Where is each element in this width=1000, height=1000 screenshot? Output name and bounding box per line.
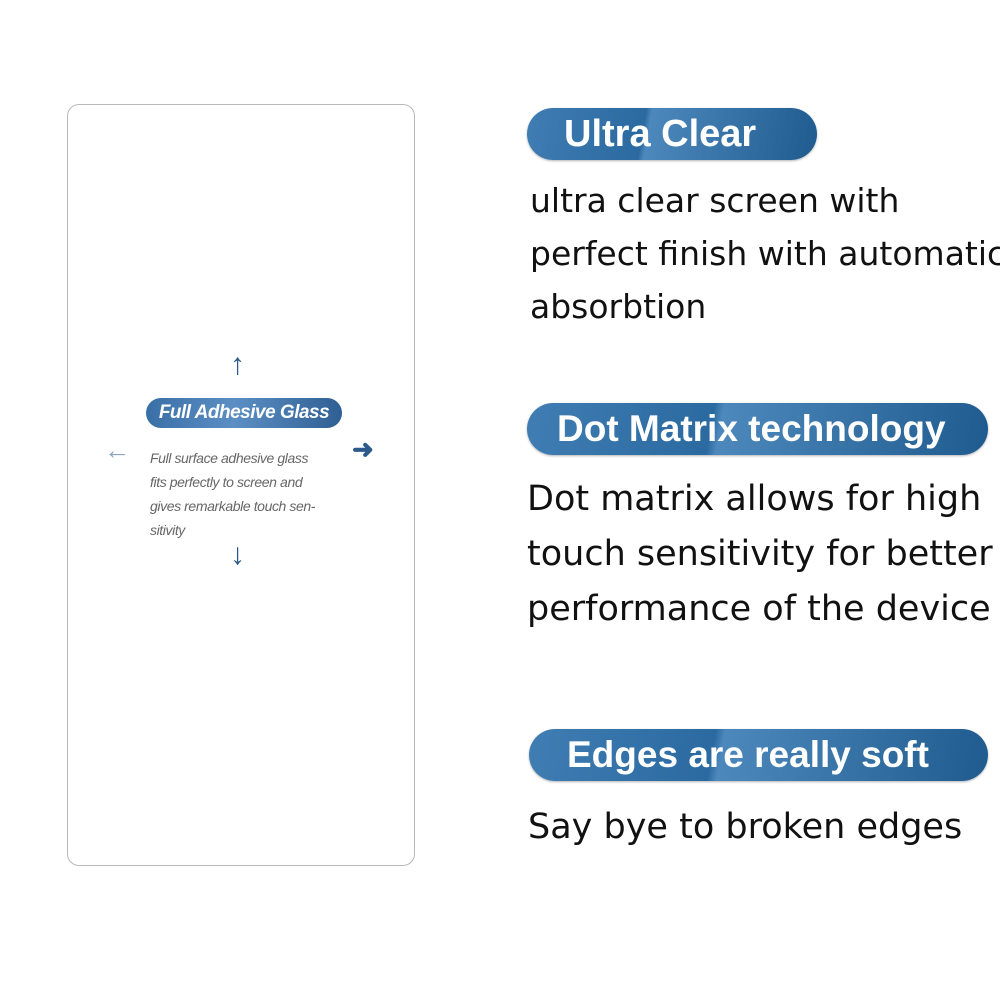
feature-title-dot-matrix: Dot Matrix technology — [527, 403, 988, 455]
feature-title-text: Dot Matrix technology — [557, 408, 946, 449]
feature-line: perfect finish with automatic — [530, 234, 1000, 273]
card-description: Full surface adhesive glass fits perfect… — [150, 446, 360, 542]
card-line: fits perfectly to screen and — [150, 474, 303, 490]
feature-title-text: Ultra Clear — [564, 112, 757, 155]
feature-line: performance of the device — [527, 589, 991, 629]
feature-title-text: Edges are really soft — [567, 734, 929, 775]
feature-line: Dot matrix allows for high — [527, 479, 982, 519]
feature-desc-dot-matrix: Dot matrix allows for high touch sensiti… — [527, 472, 993, 637]
feature-title-edges: Edges are really soft — [529, 729, 988, 781]
arrow-right-icon: ➜ — [352, 434, 374, 464]
screen-protector-card — [67, 104, 415, 866]
feature-line: absorbtion — [530, 287, 707, 326]
card-line: gives remarkable touch sen- — [150, 498, 316, 514]
arrow-left-icon: ← — [104, 435, 130, 465]
feature-line: ultra clear screen with — [530, 181, 900, 220]
arrow-up-icon: ↑ — [230, 348, 245, 381]
feature-desc-edges: Say bye to broken edges — [528, 800, 962, 855]
feature-title-ultra-clear: Ultra Clear — [527, 108, 817, 160]
feature-line: Say bye to broken edges — [528, 807, 963, 847]
full-adhesive-badge: Full Adhesive Glass — [146, 398, 342, 428]
feature-line: touch sensitivity for better — [527, 534, 993, 574]
arrow-down-icon: ↓ — [230, 538, 245, 571]
card-line: Full surface adhesive glass — [150, 450, 309, 466]
card-line: sitivity — [150, 522, 185, 538]
feature-desc-ultra-clear: ultra clear screen with perfect finish w… — [530, 174, 1000, 333]
